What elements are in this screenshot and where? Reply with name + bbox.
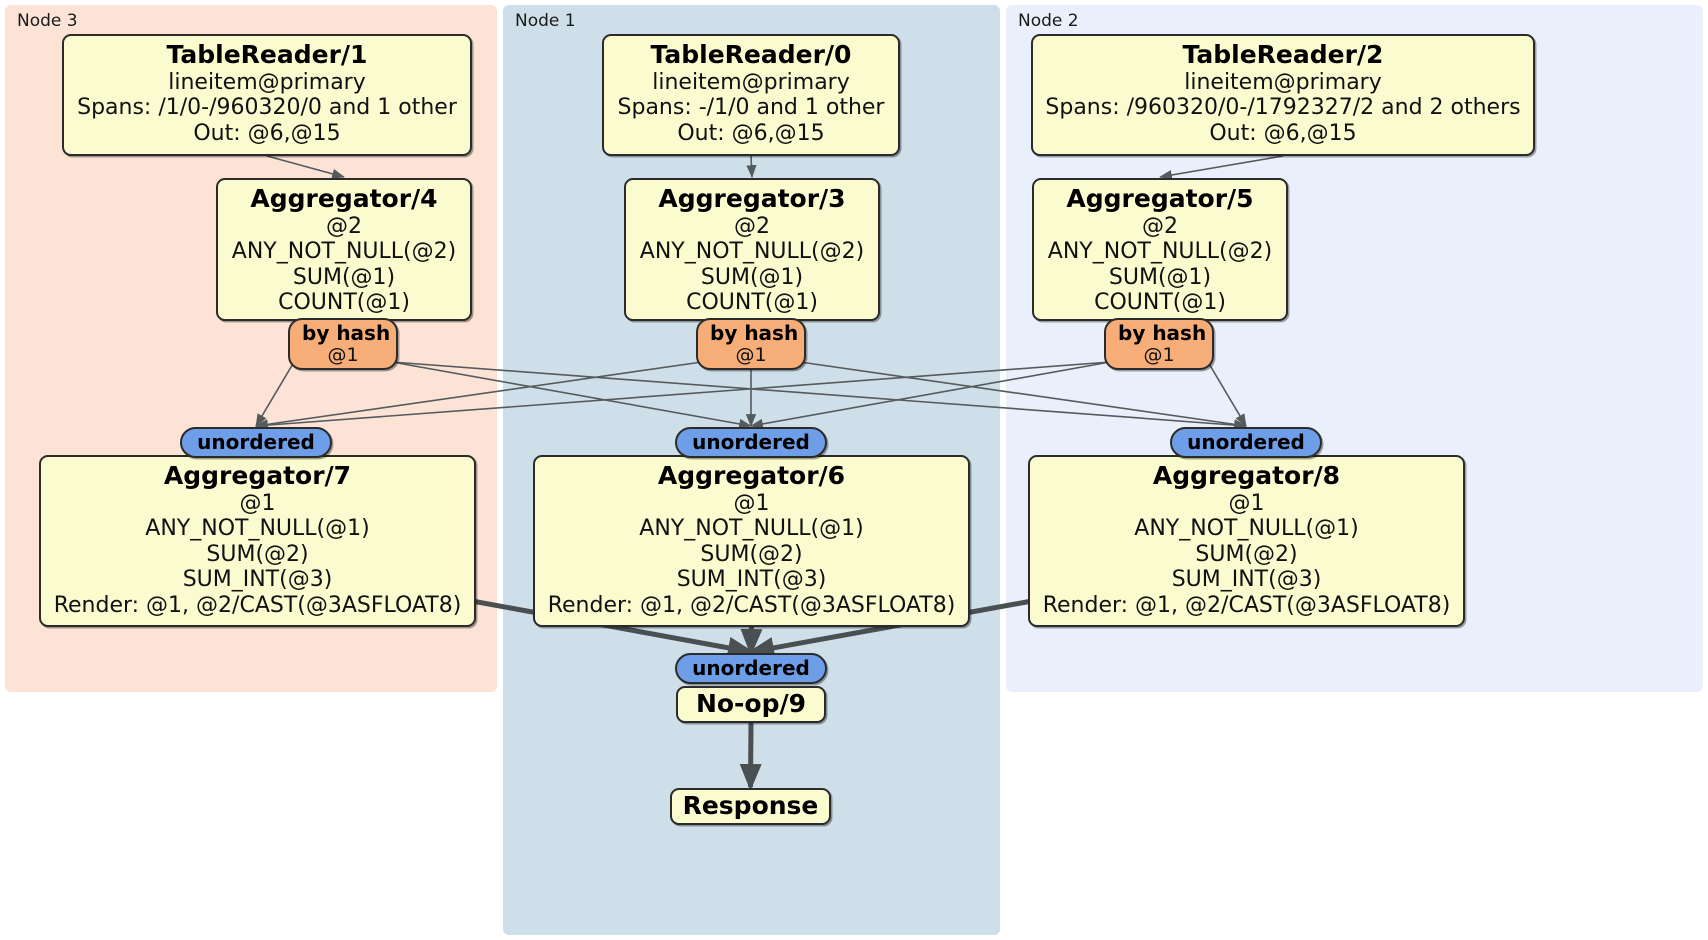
processor-detail: SUM(@2) — [1195, 541, 1298, 567]
sync-title: unordered — [1187, 430, 1305, 454]
processor-detail: ANY_NOT_NULL(@2) — [1047, 239, 1273, 265]
router-column: @1 — [327, 344, 359, 366]
processor-detail: ANY_NOT_NULL(@1) — [1134, 516, 1359, 542]
processor-noop-9[interactable]: No-op/9 — [676, 686, 826, 723]
processor-detail: COUNT(@1) — [686, 290, 818, 316]
sync-title: unordered — [692, 656, 810, 680]
sync-unordered-noop9[interactable]: unordered — [675, 653, 827, 684]
processor-title: Aggregator/3 — [658, 184, 846, 213]
sync-unordered-agg6[interactable]: unordered — [675, 427, 827, 458]
processor-detail: Out: @6,@15 — [677, 120, 825, 146]
processor-aggregator-3[interactable]: Aggregator/3 @2 ANY_NOT_NULL(@2) SUM(@1)… — [624, 178, 880, 321]
processor-title: Aggregator/6 — [657, 461, 846, 490]
processor-title: No-op/9 — [695, 689, 807, 718]
processor-detail: SUM(@1) — [700, 264, 804, 290]
processor-detail: lineitem@primary — [1184, 69, 1382, 95]
processor-detail: ANY_NOT_NULL(@1) — [145, 516, 370, 542]
processor-detail: Out: @6,@15 — [1209, 120, 1357, 146]
processor-aggregator-8[interactable]: Aggregator/8 @1 ANY_NOT_NULL(@1) SUM(@2)… — [1028, 455, 1465, 627]
processor-render: Render: @1, @2/CAST(@3ASFLOAT8) — [53, 592, 462, 618]
processor-detail: ANY_NOT_NULL(@2) — [231, 239, 457, 265]
processor-tablereader-1[interactable]: TableReader/1 lineitem@primary Spans: /1… — [62, 34, 472, 156]
processor-detail: Out: @6,@15 — [193, 120, 341, 146]
processor-detail: SUM_INT(@3) — [676, 567, 827, 593]
processor-render: Render: @1, @2/CAST(@3ASFLOAT8) — [1042, 592, 1451, 618]
router-title: by hash — [710, 321, 799, 345]
router-by-hash-agg3[interactable]: by hash @1 — [696, 318, 806, 370]
processor-aggregator-7[interactable]: Aggregator/7 @1 ANY_NOT_NULL(@1) SUM(@2)… — [39, 455, 476, 627]
processor-render: Render: @1, @2/CAST(@3ASFLOAT8) — [547, 592, 956, 618]
processor-detail: @1 — [733, 490, 770, 516]
processor-detail: ANY_NOT_NULL(@2) — [639, 239, 865, 265]
processor-title: Aggregator/7 — [163, 461, 352, 490]
router-title: by hash — [302, 321, 391, 345]
processor-aggregator-5[interactable]: Aggregator/5 @2 ANY_NOT_NULL(@2) SUM(@1)… — [1032, 178, 1288, 321]
panel-label-node-3: Node 3 — [17, 11, 78, 31]
processor-title: Response — [682, 791, 819, 820]
processor-detail: @2 — [326, 213, 362, 239]
router-by-hash-agg4[interactable]: by hash @1 — [288, 318, 398, 370]
processor-title: TableReader/2 — [1182, 40, 1384, 69]
router-title: by hash — [1118, 321, 1207, 345]
processor-detail: Spans: /960320/0-/1792327/2 and 2 others — [1045, 95, 1521, 121]
router-column: @1 — [1143, 344, 1175, 366]
processor-detail: lineitem@primary — [168, 69, 366, 95]
processor-title: TableReader/1 — [166, 40, 368, 69]
processor-title: TableReader/0 — [650, 40, 852, 69]
processor-tablereader-2[interactable]: TableReader/2 lineitem@primary Spans: /9… — [1031, 34, 1535, 156]
router-by-hash-agg5[interactable]: by hash @1 — [1104, 318, 1214, 370]
processor-detail: @2 — [734, 213, 770, 239]
processor-detail: SUM(@2) — [700, 541, 803, 567]
sync-title: unordered — [692, 430, 810, 454]
router-column: @1 — [735, 344, 767, 366]
processor-detail: SUM(@1) — [292, 264, 396, 290]
processor-detail: COUNT(@1) — [278, 290, 410, 316]
panel-label-node-1: Node 1 — [515, 11, 576, 31]
processor-response[interactable]: Response — [670, 788, 831, 825]
processor-detail: ANY_NOT_NULL(@1) — [639, 516, 864, 542]
processor-tablereader-0[interactable]: TableReader/0 lineitem@primary Spans: -/… — [602, 34, 900, 156]
processor-detail: @1 — [1228, 490, 1265, 516]
processor-title: Aggregator/4 — [250, 184, 438, 213]
processor-aggregator-4[interactable]: Aggregator/4 @2 ANY_NOT_NULL(@2) SUM(@1)… — [216, 178, 472, 321]
processor-detail: Spans: -/1/0 and 1 other — [617, 95, 885, 121]
processor-detail: SUM(@2) — [206, 541, 309, 567]
processor-detail: @1 — [239, 490, 276, 516]
processor-detail: lineitem@primary — [652, 69, 850, 95]
processor-detail: SUM_INT(@3) — [1171, 567, 1322, 593]
processor-detail: SUM_INT(@3) — [182, 567, 333, 593]
processor-aggregator-6[interactable]: Aggregator/6 @1 ANY_NOT_NULL(@1) SUM(@2)… — [533, 455, 970, 627]
sync-unordered-agg8[interactable]: unordered — [1170, 427, 1322, 458]
panel-label-node-2: Node 2 — [1018, 11, 1079, 31]
sync-title: unordered — [197, 430, 315, 454]
processor-detail: Spans: /1/0-/960320/0 and 1 other — [77, 95, 457, 121]
processor-detail: @2 — [1142, 213, 1178, 239]
processor-detail: SUM(@1) — [1108, 264, 1212, 290]
processor-title: Aggregator/5 — [1066, 184, 1254, 213]
sync-unordered-agg7[interactable]: unordered — [180, 427, 332, 458]
processor-title: Aggregator/8 — [1152, 461, 1341, 490]
processor-detail: COUNT(@1) — [1094, 290, 1226, 316]
